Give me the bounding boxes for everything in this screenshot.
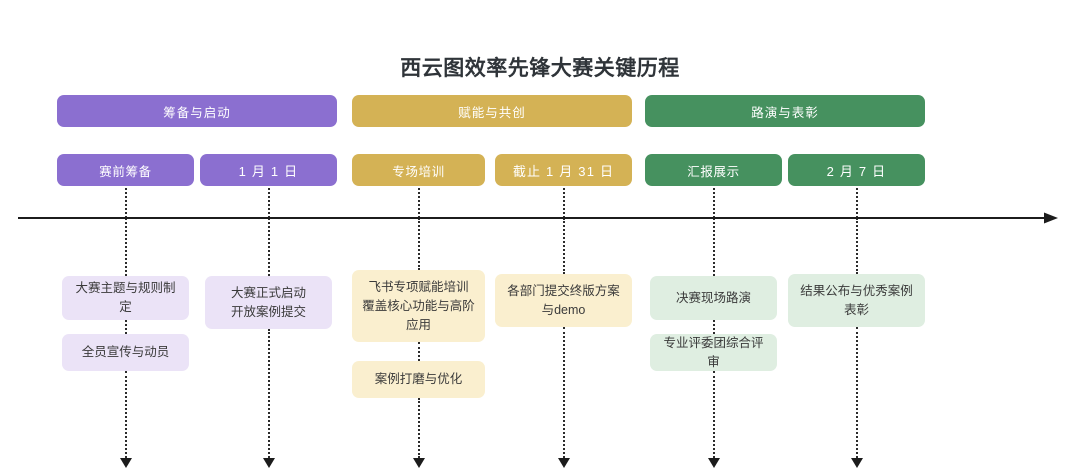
connector-line-segment: [418, 218, 420, 270]
milestone-date-chip[interactable]: 2 月 7 日: [788, 154, 925, 186]
content-card[interactable]: 飞书专项赋能培训覆盖核心功能与高阶应用: [352, 270, 485, 342]
connector-line-segment: [125, 371, 127, 458]
content-card[interactable]: 各部门提交终版方案与demo: [495, 274, 632, 327]
content-card-text: 案例打磨与优化: [374, 372, 463, 386]
content-card-text: 结果公布与优秀案例表彰: [800, 283, 913, 317]
connector-line-segment: [713, 371, 715, 458]
milestone-date-chip[interactable]: 1 月 1 日: [200, 154, 337, 186]
milestone-date-chip[interactable]: 截止 1 月 31 日: [495, 154, 632, 186]
connector-line-segment: [268, 218, 270, 276]
connector-line-top: [713, 188, 715, 218]
milestone-label-chip[interactable]: 汇报展示: [645, 154, 782, 186]
milestone-label-chip[interactable]: 赛前筹备: [57, 154, 194, 186]
content-card-text: 全员宣传与动员: [81, 345, 170, 359]
connector-line-segment: [125, 320, 127, 334]
connector-arrow-down-icon: [263, 458, 275, 468]
content-card[interactable]: 案例打磨与优化: [352, 361, 485, 398]
phase-bar[interactable]: 筹备与启动: [57, 95, 337, 127]
connector-line-segment: [268, 329, 270, 458]
content-card-text: 大赛正式启动开放案例提交: [230, 285, 306, 319]
content-card-text: 决赛现场路演: [675, 290, 751, 305]
connector-arrow-down-icon: [413, 458, 425, 468]
connector-arrow-down-icon: [558, 458, 570, 468]
connector-arrow-down-icon: [708, 458, 720, 468]
content-card-text: 各部门提交终版方案与demo: [507, 283, 620, 317]
connector-line-top: [125, 188, 127, 218]
phase-bar[interactable]: 路演与表彰: [645, 95, 925, 127]
connector-line-segment: [563, 218, 565, 274]
content-card[interactable]: 大赛正式启动开放案例提交: [205, 276, 332, 329]
milestone-label-chip[interactable]: 专场培训: [352, 154, 485, 186]
phase-bar[interactable]: 赋能与共创: [352, 95, 632, 127]
connector-line-segment: [563, 327, 565, 458]
content-card[interactable]: 结果公布与优秀案例表彰: [788, 274, 925, 327]
content-card[interactable]: 决赛现场路演: [650, 276, 777, 320]
connector-line-segment: [856, 218, 858, 274]
content-card[interactable]: 全员宣传与动员: [62, 334, 189, 371]
connector-line-segment: [856, 327, 858, 458]
connector-line-top: [418, 188, 420, 218]
connector-line-segment: [418, 342, 420, 361]
content-card-text: 大赛主题与规则制定: [75, 281, 176, 314]
connector-line-segment: [713, 320, 715, 334]
content-card-text: 飞书专项赋能培训覆盖核心功能与高阶应用: [362, 279, 475, 332]
content-card-text: 专业评委团综合评审: [663, 335, 764, 369]
content-card[interactable]: 大赛主题与规则制定: [62, 276, 189, 320]
page-title: 西云图效率先锋大赛关键历程: [400, 57, 680, 80]
connector-line-segment: [418, 398, 420, 458]
connector-arrow-down-icon: [120, 458, 132, 468]
connector-line-top: [563, 188, 565, 218]
connector-line-top: [268, 188, 270, 218]
connector-arrow-down-icon: [851, 458, 863, 468]
content-card[interactable]: 专业评委团综合评审: [650, 334, 777, 371]
timeline-axis: [18, 212, 1058, 224]
connector-line-segment: [713, 218, 715, 276]
connector-line-top: [856, 188, 858, 218]
connector-line-segment: [125, 218, 127, 276]
